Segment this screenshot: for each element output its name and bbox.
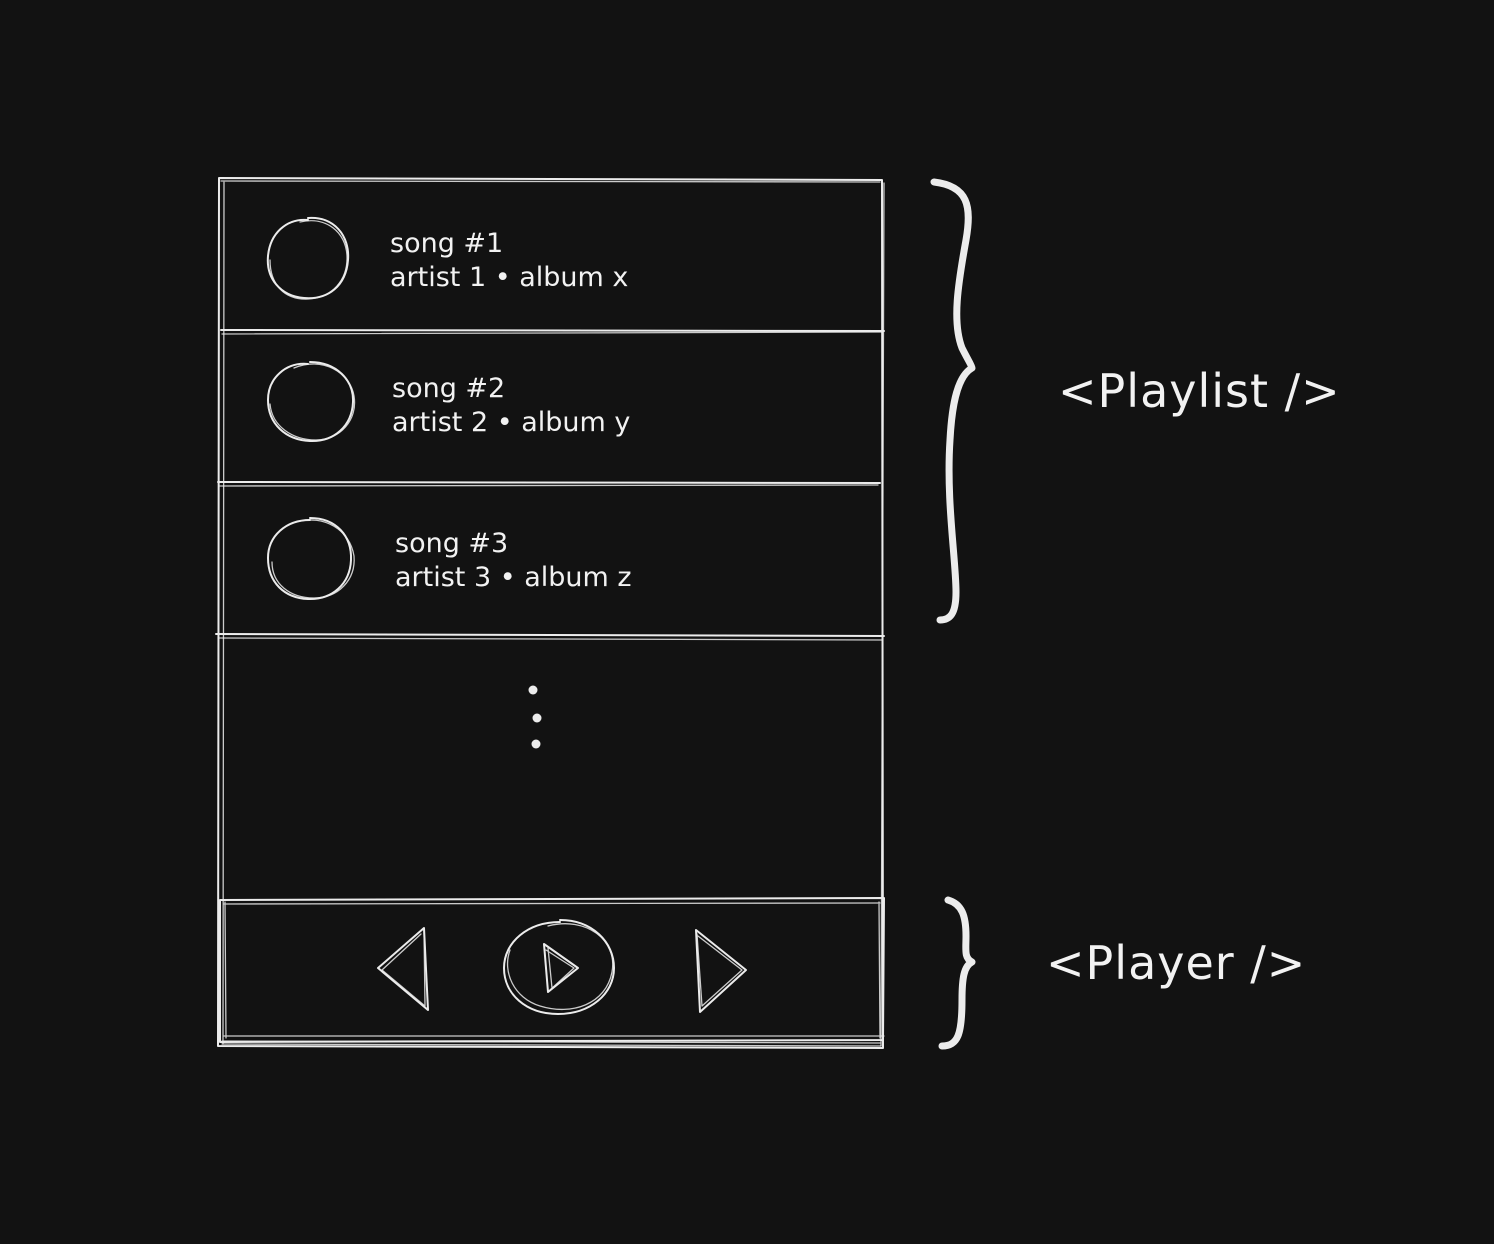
song-meta: artist 1 • album x: [390, 262, 629, 293]
song-meta: artist 3 • album z: [395, 562, 632, 593]
previous-icon[interactable]: [377, 927, 429, 1011]
list-item[interactable]: [222, 186, 880, 328]
playlist-brace: [930, 178, 976, 624]
player-brace: [938, 896, 976, 1050]
song-title: song #3: [395, 528, 509, 559]
vertical-ellipsis-icon: [528, 685, 542, 749]
album-art-3: [267, 517, 355, 601]
album-art-2: [267, 361, 356, 443]
song-title: song #2: [392, 373, 506, 404]
song-title: song #1: [390, 228, 504, 259]
album-art-1: [266, 216, 350, 300]
playlist-component-label: <Playlist />: [1058, 364, 1341, 418]
song-meta: artist 2 • album y: [392, 407, 631, 438]
list-item[interactable]: [222, 488, 880, 632]
next-icon[interactable]: [695, 929, 747, 1013]
player-bar: [219, 897, 885, 1047]
row-dividers: [215, 329, 885, 641]
play-icon[interactable]: [503, 919, 615, 1015]
player-component-label: <Player />: [1046, 936, 1307, 990]
next-button[interactable]: [690, 924, 752, 1016]
previous-button[interactable]: [372, 924, 434, 1016]
play-button[interactable]: [500, 916, 618, 1018]
app-frame: [217, 177, 885, 1049]
